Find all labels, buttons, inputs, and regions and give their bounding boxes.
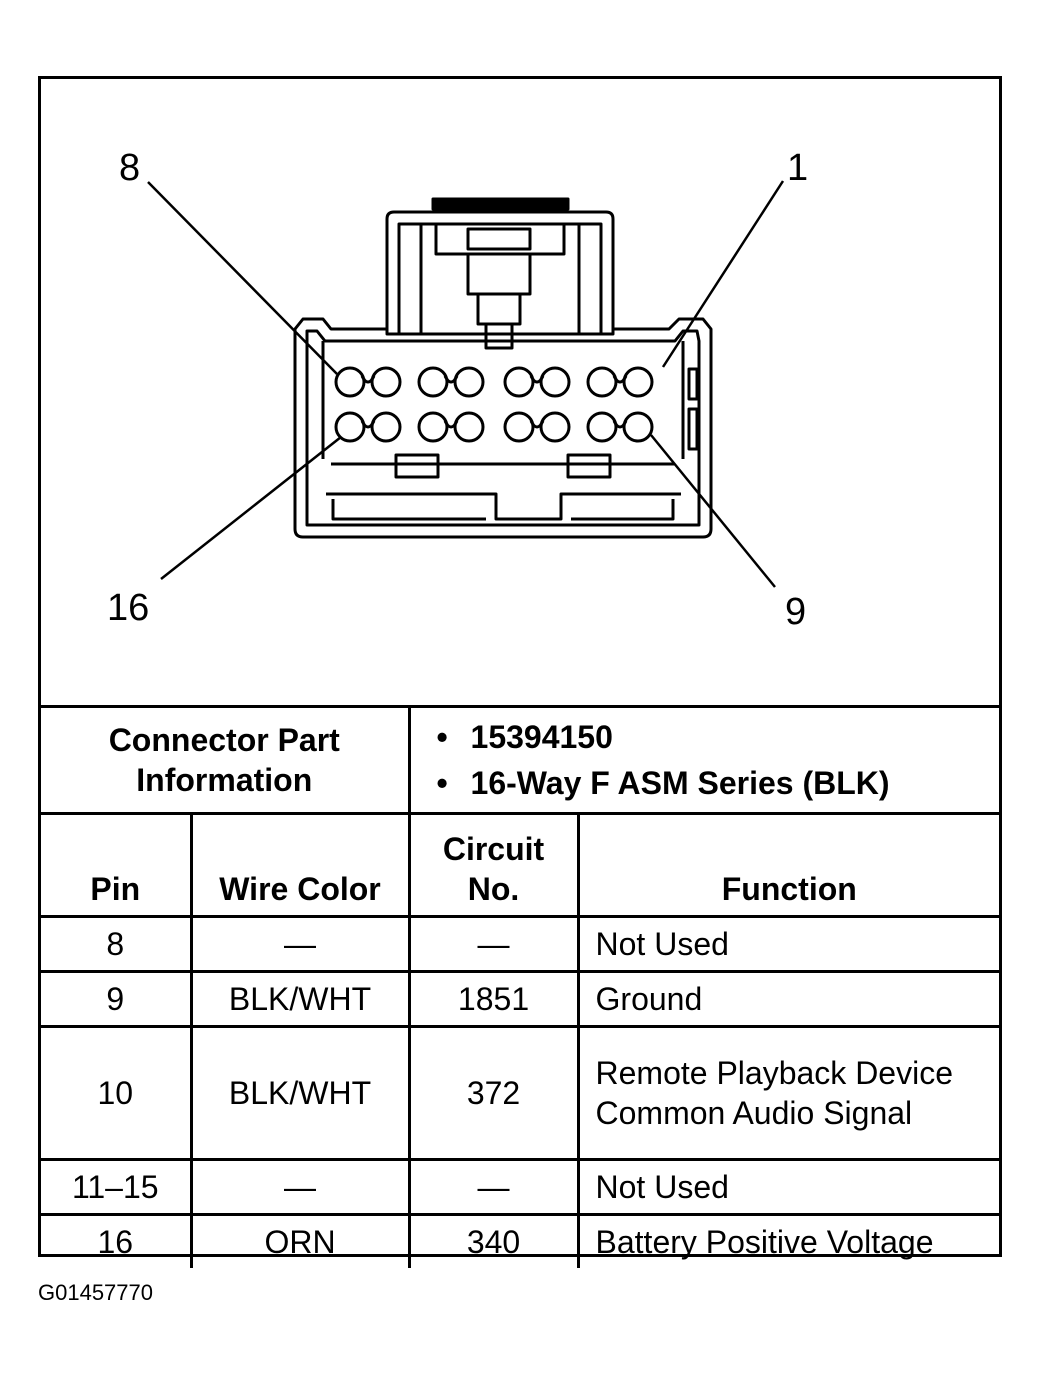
pin-cavity-1: [622, 366, 654, 398]
connector-info-row: Connector Part Information 15394150 16-W…: [41, 705, 1000, 815]
pin-cavity-4: [503, 366, 535, 398]
cell-pin: 10: [41, 1025, 193, 1161]
pin-cavity-8: [334, 366, 366, 398]
header-function: Function: [576, 812, 1000, 918]
cell-wire-color: ORN: [189, 1213, 411, 1268]
connector-description: 16-Way F ASM Series (BLK): [437, 760, 1000, 806]
cell-wire-color: BLK/WHT: [189, 1025, 411, 1161]
connector-diagram: 8 1 16 9: [41, 79, 999, 706]
cavity-divider: [443, 420, 459, 429]
pin-label-16: 16: [107, 587, 150, 629]
pin-cavity-3: [539, 366, 571, 398]
figure-frame: 8 1 16 9 Connector Part Information 1539…: [38, 76, 1002, 1268]
connector-pinout-table: Connector Part Information 15394150 16-W…: [41, 705, 1000, 1268]
cell-pin: 8: [41, 915, 193, 973]
connector-info-values: 15394150 16-Way F ASM Series (BLK): [407, 705, 1000, 815]
cell-pin: 16: [41, 1213, 193, 1268]
table-row: 16 ORN 340 Battery Positive Voltage: [41, 1213, 1000, 1268]
cell-function: Ground: [576, 970, 1000, 1028]
pin-label-9: 9: [785, 591, 807, 633]
figure-id: G01457770: [38, 1280, 153, 1305]
table-row: 8 — — Not Used: [41, 915, 1000, 973]
table-header-row: Pin Wire Color Circuit No. Function: [41, 812, 1000, 918]
pin-cavity-6: [417, 366, 449, 398]
cell-circuit: 372: [407, 1025, 580, 1161]
cell-wire-color: BLK/WHT: [189, 970, 411, 1028]
connector-face-drawing: [147, 180, 785, 588]
cell-function: Battery Positive Voltage: [576, 1213, 1000, 1268]
connector-part-number: 15394150: [437, 714, 1000, 760]
cavity-divider: [612, 375, 628, 384]
pin-cavity-10: [586, 411, 618, 443]
pin-cavity-7: [370, 366, 402, 398]
cavity-divider: [360, 375, 376, 384]
table-row: 9 BLK/WHT 1851 Ground: [41, 970, 1000, 1028]
cell-pin: 11–15: [41, 1158, 193, 1216]
pin-cavity-9: [622, 411, 654, 443]
table-row: 11–15 — — Not Used: [41, 1158, 1000, 1216]
header-pin: Pin: [41, 812, 193, 918]
cavity-divider: [360, 420, 376, 429]
pin-cavity-14: [417, 411, 449, 443]
cell-function: Not Used: [576, 915, 1000, 973]
cell-function: Remote Playback Device Common Audio Sign…: [576, 1025, 1000, 1161]
cavity-divider: [529, 420, 545, 429]
pin-cavity-2: [586, 366, 618, 398]
header-wire-color: Wire Color: [189, 812, 411, 918]
connector-info-label: Connector Part Information: [41, 705, 411, 815]
cavity-divider: [529, 375, 545, 384]
header-circuit-no: Circuit No.: [407, 812, 580, 918]
pin-label-1: 1: [787, 147, 809, 189]
cell-function: Not Used: [576, 1158, 1000, 1216]
pin-cavity-11: [539, 411, 571, 443]
pin-cavity-12: [503, 411, 535, 443]
pin-cavity-16: [334, 411, 366, 443]
cell-circuit: 340: [407, 1213, 580, 1268]
table-row: 10 BLK/WHT 372 Remote Playback Device Co…: [41, 1025, 1000, 1161]
cell-wire-color: —: [189, 1158, 411, 1216]
cell-circuit: —: [407, 915, 580, 973]
cavity-divider: [443, 375, 459, 384]
cell-circuit: —: [407, 1158, 580, 1216]
cavity-divider: [612, 420, 628, 429]
leader-line-pin-16: [160, 436, 342, 580]
leader-line-pin-9: [650, 434, 776, 588]
leader-line-pin-8: [147, 181, 338, 375]
pin-cavity-5: [453, 366, 485, 398]
pin-cavity-13: [453, 411, 485, 443]
pin-label-8: 8: [119, 147, 141, 189]
leader-line-pin-1: [661, 180, 785, 368]
cell-pin: 9: [41, 970, 193, 1028]
pin-cavity-15: [370, 411, 402, 443]
cell-wire-color: —: [189, 915, 411, 973]
cell-circuit: 1851: [407, 970, 580, 1028]
